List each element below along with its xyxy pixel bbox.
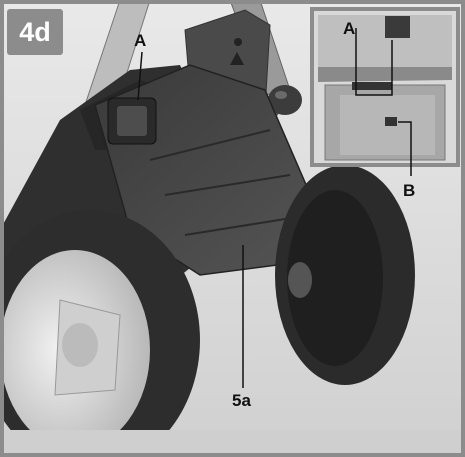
callout-5a: 5a [232,391,251,410]
right-rear-wheel [275,165,415,385]
step-badge: 4d [7,9,63,55]
callout-a-inset: A [343,19,356,38]
callout-a-main: A [134,31,147,50]
floor [0,430,465,457]
callout-b-inset: B [403,181,416,200]
detail-inset [310,7,460,176]
leader-line-a [137,51,143,101]
left-front-wheel [0,210,200,457]
catch-latch [107,97,157,145]
